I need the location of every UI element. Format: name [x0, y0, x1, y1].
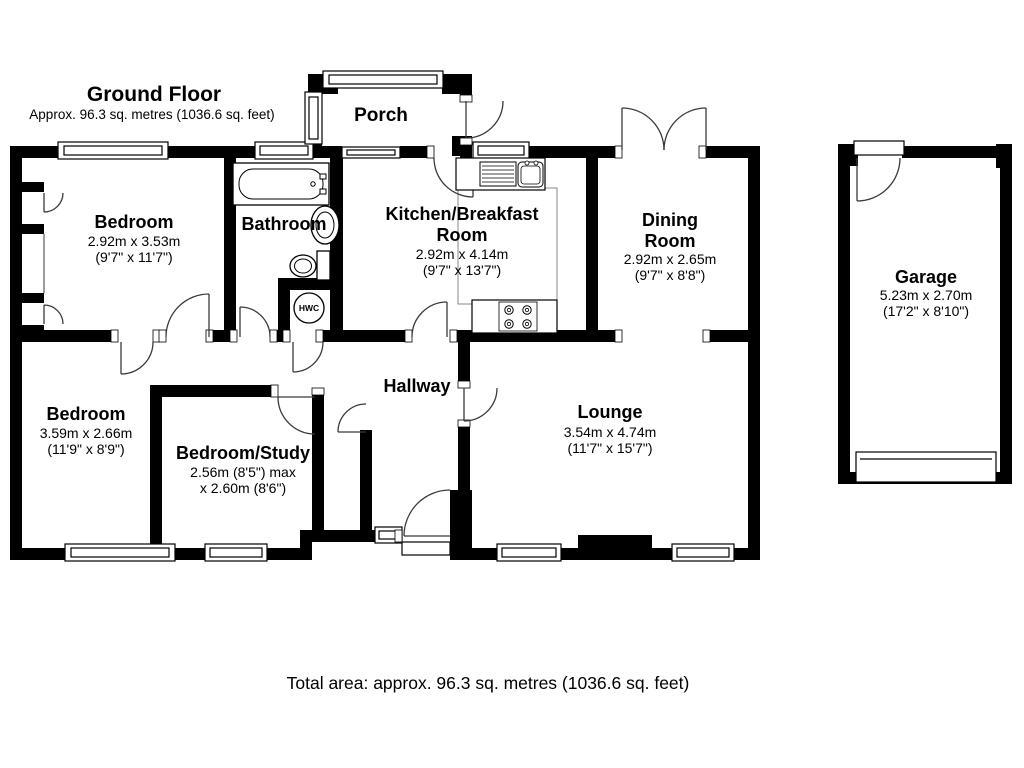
door-bathroom [239, 306, 271, 338]
front-door-step [401, 541, 451, 556]
windows [57, 70, 735, 562]
door-cupboard-2 [43, 304, 64, 325]
room-dims-study-2: x 2.60m (8'6") [200, 480, 286, 496]
room-dims-garage-imperial: (17'2" x 8'10") [883, 303, 969, 319]
garage-up-and-over-door [855, 451, 997, 483]
room-label-bathroom: Bathroom [242, 214, 327, 234]
room-label-lounge: Lounge [578, 402, 643, 422]
window-study [204, 543, 268, 562]
room-dims-study-1: 2.56m (8'5") max [190, 464, 296, 480]
basin-icon [310, 205, 340, 245]
door-porch-entry [465, 100, 504, 139]
door-bedroom2 [120, 341, 154, 375]
door-hwc [292, 341, 324, 373]
room-dims-kitchen-metric: 2.92m x 4.14m [416, 246, 509, 262]
door-bedroom1 [165, 293, 210, 338]
room-dims-bedroom2-imperial: (11'9" x 8'9") [47, 441, 124, 457]
door-sills [110, 94, 711, 543]
room-label-bedroom1: Bedroom [94, 212, 173, 232]
window-bathroom [254, 141, 314, 160]
total-area-text: Total area: approx. 96.3 sq. metres (103… [287, 673, 690, 693]
door-cupboard-1 [43, 192, 64, 213]
garage-door-threshold [853, 140, 905, 156]
window-kitchen [472, 141, 530, 160]
room-dims-lounge-metric: 3.54m x 4.74m [564, 424, 657, 440]
window-bedroom2 [64, 543, 176, 562]
room-label-hallway: Hallway [383, 376, 450, 396]
room-label-porch: Porch [354, 105, 408, 126]
room-label-garage: Garage [895, 267, 957, 287]
toilet-icon [289, 250, 331, 281]
page-title: Ground Floor [87, 83, 221, 106]
labels: Ground Floor Approx. 96.3 sq. metres (10… [29, 83, 972, 693]
chimney-breast [578, 535, 652, 549]
fixtures [232, 157, 558, 334]
room-label-kitchen-1: Kitchen/Breakfast [385, 204, 538, 224]
window-porch-top [322, 70, 444, 89]
room-dims-bedroom1-imperial: (9'7" x 11'7") [95, 249, 172, 265]
room-label-dining-2: Room [645, 231, 696, 251]
window-porch-side [304, 91, 323, 145]
room-label-kitchen-2: Room [437, 225, 488, 245]
room-dims-kitchen-imperial: (9'7" x 13'7") [423, 262, 501, 278]
door-lounge [463, 387, 498, 422]
bath-icon [232, 162, 330, 206]
door-study [277, 396, 316, 435]
room-dims-dining-metric: 2.92m x 2.65m [624, 251, 717, 267]
door-dining-french-right [663, 107, 707, 151]
thresholds [401, 140, 997, 556]
hwc-icon [293, 292, 325, 324]
kitchen-sink-icon [455, 157, 546, 191]
room-dims-garage-metric: 5.23m x 2.70m [880, 287, 973, 303]
window-lounge-1 [496, 543, 562, 562]
hwc-label: HWC [299, 303, 319, 313]
room-label-bedroom2: Bedroom [46, 404, 125, 424]
room-dims-lounge-imperial: (11'7" x 15'7") [567, 440, 652, 456]
room-label-study: Bedroom/Study [176, 443, 310, 463]
room-label-dining-1: Dining [642, 210, 698, 230]
window-bedroom1 [57, 141, 169, 160]
room-dims-bedroom2-metric: 3.59m x 2.66m [40, 425, 133, 441]
window-kitchen-left [341, 146, 401, 159]
room-dims-bedroom1-metric: 2.92m x 3.53m [88, 233, 181, 249]
door-dining-french-left [621, 107, 665, 151]
room-dims-dining-imperial: (9'7" x 8'8") [635, 267, 706, 283]
door-garage [856, 157, 901, 202]
door-hall-closet [337, 403, 367, 433]
door-swings [43, 100, 901, 537]
window-lounge-2 [671, 543, 735, 562]
page-subtitle: Approx. 96.3 sq. metres (1036.6 sq. feet… [29, 107, 274, 122]
door-kitchen [411, 301, 448, 338]
door-front [403, 489, 451, 537]
hob-icon [471, 299, 558, 334]
